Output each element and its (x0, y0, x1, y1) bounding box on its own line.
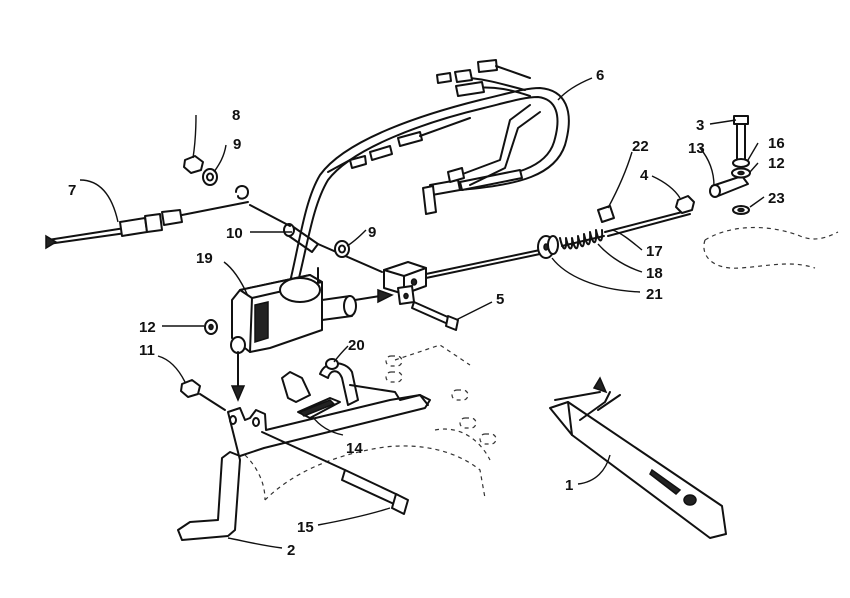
background-outline (244, 226, 839, 501)
clamp-part-14 (281, 362, 359, 419)
callout-14: 14 (346, 440, 363, 457)
cable-housing-part-21 (537, 235, 559, 259)
callout-21: 21 (646, 286, 663, 303)
mounting-bracket-part-2 (177, 394, 431, 541)
callout-2: 2 (287, 542, 295, 559)
leader-lines (79, 77, 765, 549)
washer-part-12-right (731, 167, 751, 179)
callout-12-right: 12 (768, 155, 785, 172)
coil-arrow-line (354, 295, 381, 301)
washer-part-9-upper (202, 168, 218, 186)
throttle-plate-part-1 (549, 376, 727, 539)
callout-13: 13 (688, 140, 705, 157)
callout-labels: 1 2 3 4 5 6 7 8 9 9 10 11 12 12 13 14 15… (68, 67, 785, 559)
callout-15: 15 (297, 519, 314, 536)
spring-part-18 (559, 229, 605, 250)
washer-part-23 (732, 205, 750, 215)
grommet-set (385, 355, 497, 445)
cable-guide-line (249, 204, 291, 227)
cable-end-arrow-icon-2 (592, 376, 608, 394)
callout-7: 7 (68, 182, 76, 199)
bolt-part-3 (733, 115, 749, 161)
e-clip-part (235, 185, 249, 200)
washer-part-16 (732, 158, 750, 168)
callout-8: 8 (232, 107, 240, 124)
callout-11: 11 (139, 342, 155, 359)
nut-part-8 (183, 155, 204, 174)
retainer-part-22 (597, 205, 615, 223)
cable-block (383, 261, 427, 305)
callout-4: 4 (640, 167, 649, 184)
callout-17: 17 (646, 243, 663, 260)
bracket-arm (349, 384, 429, 406)
cable-end-arrow-icon (45, 234, 58, 250)
washer-part-9-lower (334, 240, 350, 258)
nut-part-4 (675, 195, 695, 214)
cable-guide-line-2 (317, 243, 383, 273)
throttle-cable-part-7 (45, 201, 249, 250)
arrow-down-icon (230, 385, 246, 402)
callout-1: 1 (565, 477, 573, 494)
arrow-right-icon (377, 288, 394, 304)
callout-16: 16 (768, 135, 785, 152)
callout-20: 20 (348, 337, 365, 354)
callout-19: 19 (196, 250, 213, 267)
wiring-harness-part-6 (289, 59, 570, 283)
callout-9-lower: 9 (368, 224, 376, 241)
callout-10: 10 (226, 225, 243, 242)
callout-3: 3 (696, 117, 704, 134)
callout-12-left: 12 (139, 319, 156, 336)
ignition-coil-part-19 (230, 267, 357, 354)
cable-rod-part-17 (425, 209, 691, 279)
callout-9-upper: 9 (233, 136, 241, 153)
screw-part-5 (411, 301, 459, 331)
screw-part-20 (325, 358, 339, 370)
callout-5: 5 (496, 291, 504, 308)
link-part-13 (709, 175, 749, 198)
callout-23: 23 (768, 190, 785, 207)
callout-18: 18 (646, 265, 663, 282)
washer-part-12-left (204, 319, 218, 335)
bolt-part-15 (261, 431, 409, 515)
callout-22: 22 (632, 138, 649, 155)
nut-part-11 (180, 379, 226, 411)
callout-6: 6 (596, 67, 604, 84)
